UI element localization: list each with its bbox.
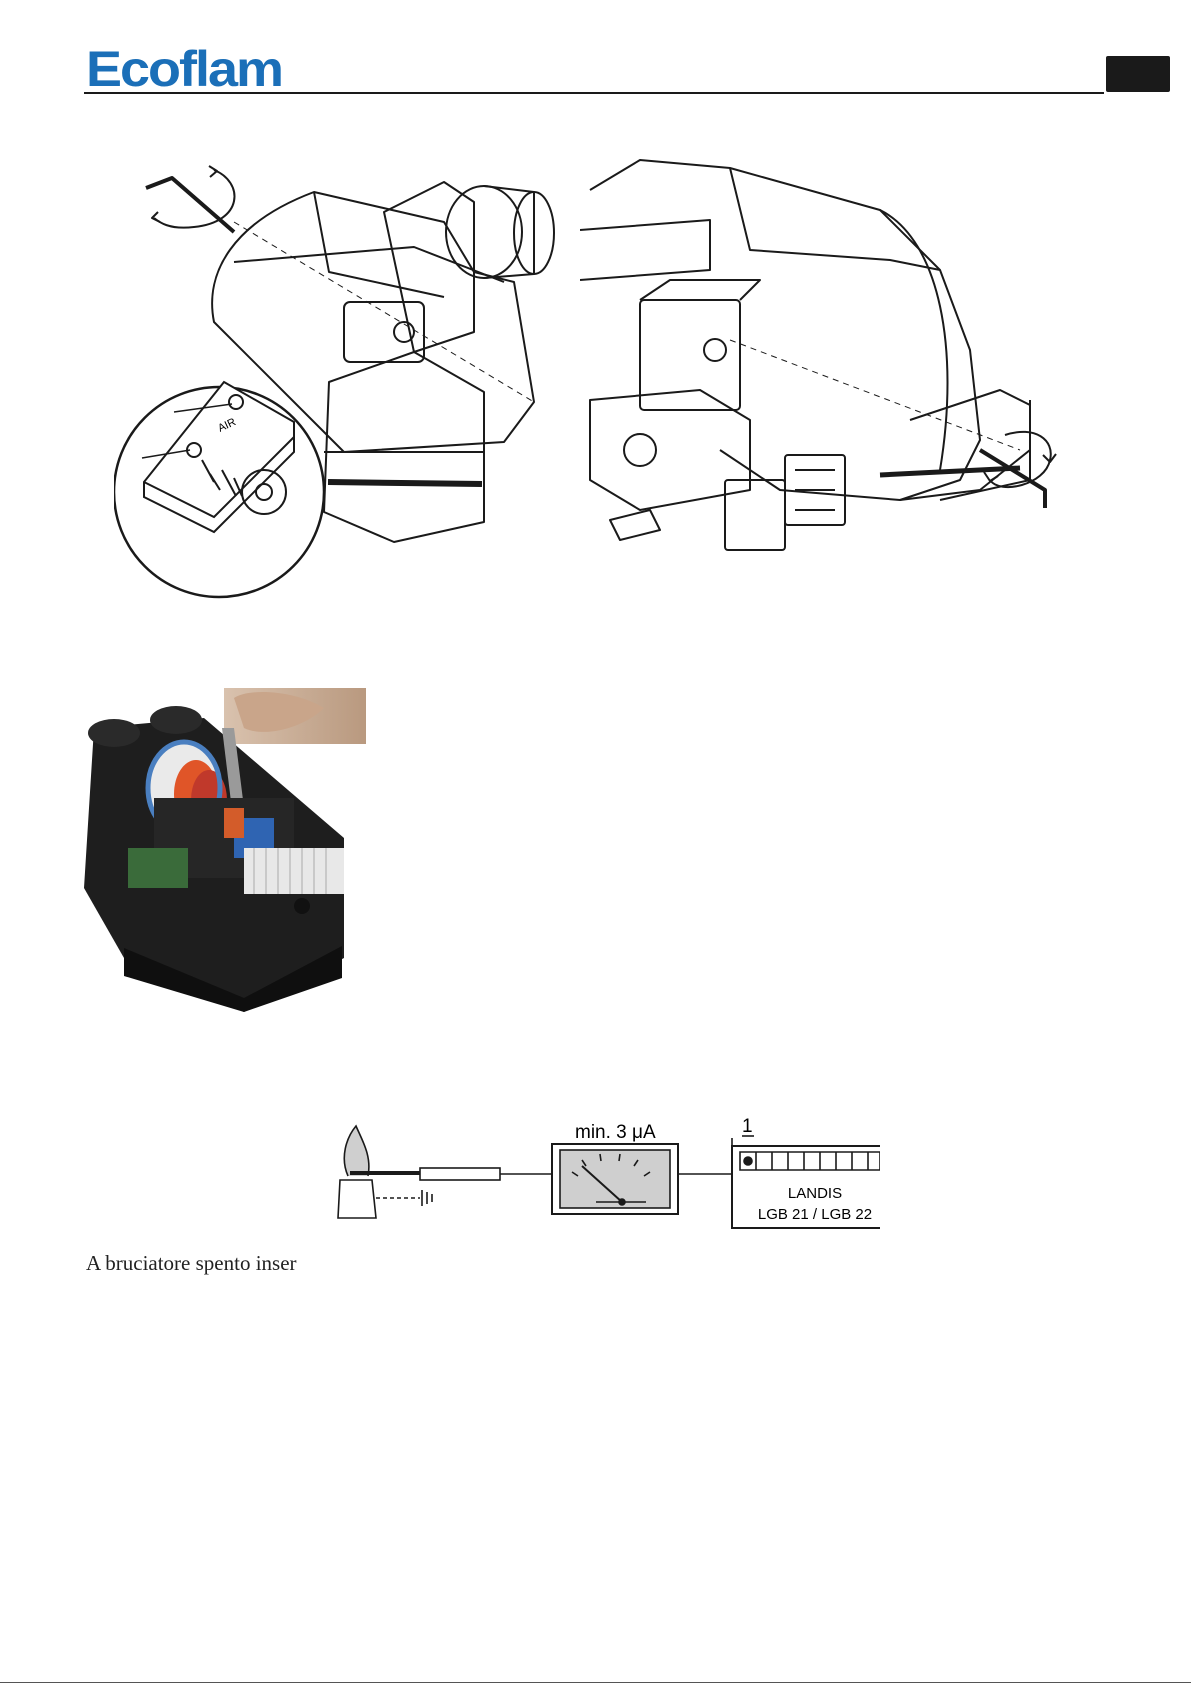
flame-probe-icon	[344, 1126, 369, 1176]
ionisation-current-schematic: min. 3 μA 1 LANDIS LGB 21 / LGB 22	[320, 1118, 880, 1243]
brand-logo: Ecoflam	[86, 42, 282, 97]
terminal-label: 1	[742, 1118, 753, 1137]
header-rule	[84, 92, 1104, 94]
servomotor-photo-icon	[84, 688, 366, 1012]
hex-key-icon	[146, 178, 234, 232]
terminal-1-icon	[744, 1157, 752, 1165]
meter-label: min. 3 μA	[575, 1122, 656, 1143]
burner-air-adjustment-drawing: AIR	[114, 152, 574, 602]
device-model: LGB 21 / LGB 22	[758, 1206, 872, 1223]
device-name: LANDIS	[788, 1185, 842, 1202]
body-paragraph: A bruciatore spento inser	[86, 1251, 297, 1276]
language-tab	[1106, 56, 1170, 92]
resistor-icon	[420, 1168, 500, 1180]
footer-rule	[0, 1682, 1191, 1683]
magnifier-detail-icon: AIR	[114, 382, 324, 597]
burner-side-view-drawing	[580, 150, 1100, 602]
